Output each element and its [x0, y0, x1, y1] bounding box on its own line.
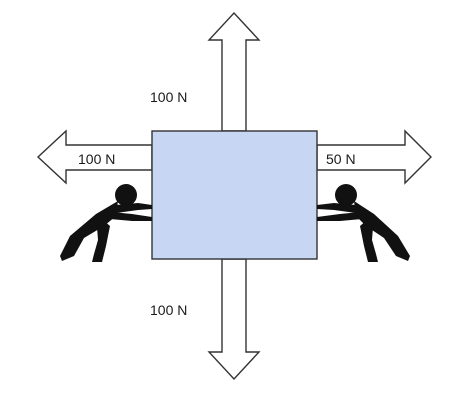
force-label-up: 100 N — [150, 89, 188, 105]
arrow-left — [36, 129, 153, 185]
arrow-right — [316, 129, 432, 185]
person-pushing-icon — [317, 184, 410, 262]
person-pushing-icon — [60, 184, 152, 262]
force-label-down: 100 N — [150, 302, 188, 318]
force-label-left: 100 N — [78, 151, 116, 167]
arrow-down — [207, 258, 261, 381]
force-label-right: 50 N — [326, 151, 356, 167]
box — [151, 130, 318, 260]
arrow-up — [207, 11, 261, 132]
